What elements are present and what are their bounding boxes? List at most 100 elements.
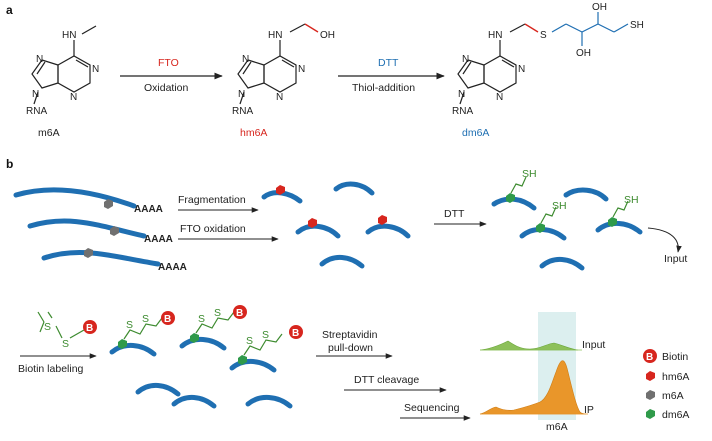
dm6a-n3: N [496, 92, 503, 103]
hm6a-mark-1 [276, 185, 285, 195]
s-3b: S [262, 329, 269, 341]
labeled-dm6a-2 [190, 333, 199, 343]
track-input-label: Input [582, 339, 605, 351]
m6a-label: m6A [38, 127, 60, 139]
legend-biotin-letter: B [646, 352, 653, 363]
dm6a-label: dm6A [462, 127, 489, 139]
dm6a-n7: N [462, 54, 469, 65]
step-dtt: DTT [444, 208, 465, 220]
dm6a-s-bond [524, 23, 539, 33]
reagent-fto: FTO [158, 57, 179, 69]
m6a-mark-2 [110, 226, 119, 236]
dm6a-s: S [540, 30, 547, 41]
arrow-input [647, 227, 682, 253]
legend-m6a-swatch [646, 390, 655, 400]
legend-label-hm6a: hm6A [662, 371, 689, 383]
biotin-letter-reagent: B [86, 323, 93, 334]
sh-linkers [510, 176, 629, 224]
dm6a-sh: SH [630, 20, 644, 31]
dm6a-n1: N [518, 64, 525, 75]
s-1b: S [142, 313, 149, 325]
biotin-letter-1: B [164, 314, 171, 325]
step-streptavidin-1: Streptavidin [322, 329, 378, 341]
polya-1: AAAA [134, 204, 163, 215]
dm6a-mark-1 [506, 193, 515, 203]
panel-a-letter: a [6, 3, 13, 17]
hm6a-n3: N [276, 92, 283, 103]
dm6a-dtt-chain [551, 12, 629, 46]
sh-label-3: SH [624, 194, 639, 206]
step-fragmentation: Fragmentation [178, 194, 246, 206]
hm6a-oh: OH [320, 30, 335, 41]
biotin-letter-2: B [236, 308, 243, 319]
labeled-fragments [109, 337, 293, 409]
hm6a-n7: N [242, 54, 249, 65]
step-fto-oxidation: FTO oxidation [180, 223, 246, 235]
step-streptavidin-2: pull-down [328, 342, 373, 354]
hm6a-ch2-bond [289, 23, 306, 33]
sh-label-2: SH [552, 200, 567, 212]
step-oxidation: Oxidation [144, 82, 189, 94]
s-2a: S [198, 313, 205, 325]
biotin-circle-reagent [83, 320, 97, 334]
s-2b: S [214, 307, 221, 319]
track-ip-label: IP [584, 404, 594, 416]
dm6a-mark-2 [536, 223, 545, 233]
biotin-circle-2 [233, 305, 247, 319]
output-input: Input [664, 253, 687, 265]
m6a-mark-3 [84, 248, 93, 258]
step-sequencing: Sequencing [404, 402, 460, 414]
disulfide-linkers [123, 311, 283, 356]
s-1a: S [126, 319, 133, 331]
sh-label-1: SH [522, 168, 537, 180]
hm6a-hn: HN [268, 30, 282, 41]
hm6a-mark-3 [378, 215, 387, 225]
m6a-n3: N [70, 92, 77, 103]
biotin-circle-1 [161, 311, 175, 325]
step-dtt-cleavage: DTT cleavage [354, 374, 419, 386]
hm6a-rna: RNA [232, 106, 253, 117]
biotin-reagent-s1: S [44, 321, 51, 333]
track-site-label: m6A [546, 421, 568, 433]
hm6a-mark-2 [308, 218, 317, 228]
m6a-n9: N [32, 89, 39, 100]
panel-b-letter: b [6, 157, 13, 171]
m6a-n1: N [92, 64, 99, 75]
molecule-dm6a [457, 23, 526, 105]
step-thiol-addition: Thiol-addition [352, 82, 415, 94]
biotin-reagent-s2: S [62, 338, 69, 350]
dm6a-mark-3 [608, 217, 617, 227]
legend-label-dm6a: dm6A [662, 409, 689, 421]
m6a-mark-1 [104, 199, 113, 209]
m6a-hn: HN [62, 30, 76, 41]
legend-biotin-swatch [643, 349, 657, 363]
fragments-1 [261, 181, 411, 269]
legend-dm6a-swatch [646, 409, 655, 419]
legend-label-m6a: m6A [662, 390, 684, 402]
fragments-2 [491, 187, 643, 271]
biotin-letter-3: B [292, 328, 299, 339]
polya-2: AAAA [144, 234, 173, 245]
ip-track [479, 360, 587, 415]
biotin-circle-3 [289, 325, 303, 339]
reagent-dtt: DTT [378, 57, 399, 69]
step-biotin-labeling: Biotin labeling [18, 363, 84, 375]
dm6a-oh-bottom: OH [576, 48, 591, 59]
m6a-n7: N [36, 54, 43, 65]
legend-hm6a-swatch [646, 371, 655, 381]
labeled-dm6a-3 [238, 355, 247, 365]
dm6a-oh-top: OH [592, 2, 607, 13]
input-track [479, 340, 579, 351]
biotin-reagent [37, 311, 85, 339]
dm6a-rna: RNA [452, 106, 473, 117]
full-length-rnas [13, 187, 161, 267]
hm6a-n1: N [298, 64, 305, 75]
m6a-rna: RNA [26, 106, 47, 117]
molecule-hm6a [237, 40, 297, 105]
hm6a-oh-bond [304, 23, 319, 33]
legend: B Biotin hm6A m6A dm6A [643, 349, 689, 421]
legend-label-biotin: Biotin [662, 351, 688, 363]
dm6a-n9: N [458, 89, 465, 100]
hm6a-n9: N [238, 89, 245, 100]
